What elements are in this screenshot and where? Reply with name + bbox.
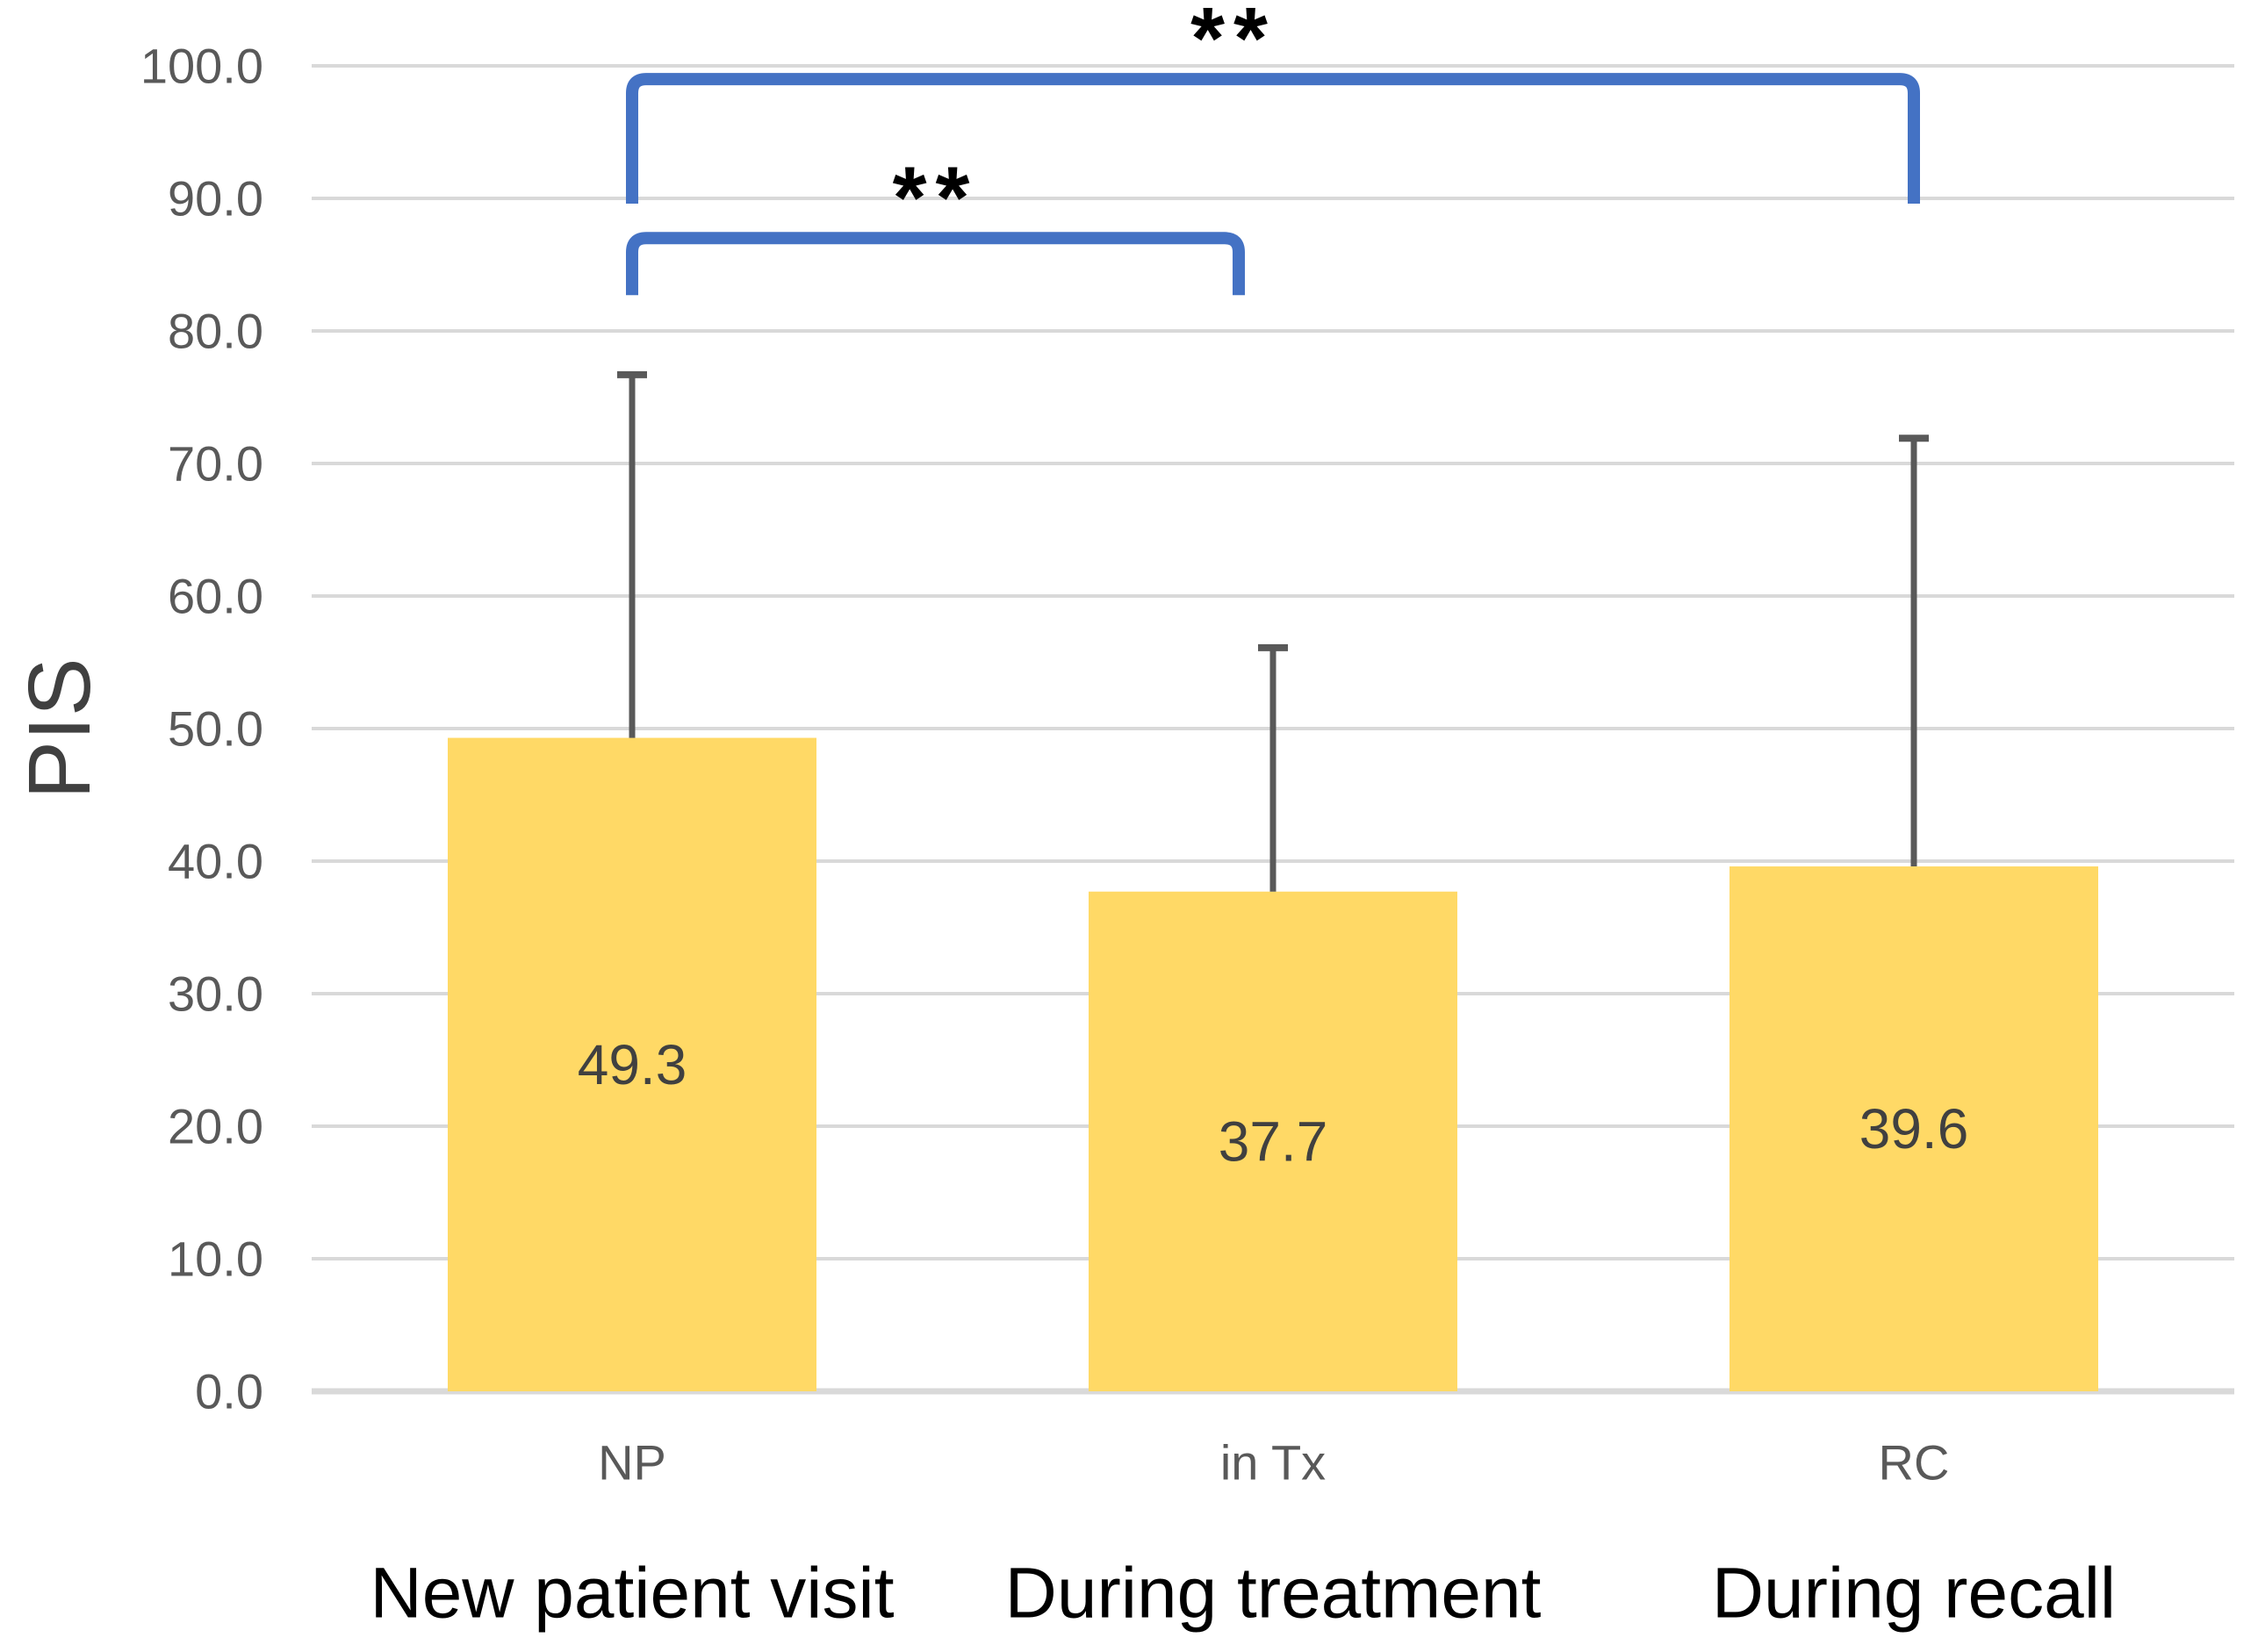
significance-bracket-np-in-tx	[626, 232, 1245, 296]
value-label-in-tx: 37.7	[1219, 1110, 1328, 1173]
significance-stars-np-in-tx: **	[893, 148, 979, 247]
category-tick-label-in-tx: in Tx	[1220, 1435, 1326, 1490]
bar-in-tx	[1089, 891, 1457, 1391]
bar-np	[448, 737, 816, 1391]
group-label-during-recall: During recall	[1712, 1554, 2116, 1634]
bar-rc	[1729, 866, 2098, 1391]
group-label-new-patient-visit: New patient visit	[370, 1554, 894, 1634]
y-tick-label: 0.0	[195, 1364, 263, 1419]
y-tick-label: 10.0	[168, 1232, 263, 1287]
y-tick-label: 90.0	[168, 171, 263, 226]
y-tick-label: 100.0	[140, 39, 263, 94]
category-tick-label-np: NP	[598, 1435, 666, 1490]
category-tick-label-rc: RC	[1879, 1435, 1950, 1490]
group-label-during-treatment: During treatment	[1005, 1554, 1542, 1634]
value-label-rc: 39.6	[1859, 1097, 1969, 1160]
value-label-np: 49.3	[578, 1033, 687, 1096]
significance-bracket-np-rc	[626, 73, 1920, 205]
y-tick-label: 30.0	[168, 966, 263, 1022]
y-tick-label: 60.0	[168, 569, 263, 624]
significance-stars-np-rc: **	[1190, 0, 1276, 88]
y-tick-label: 70.0	[168, 436, 263, 492]
y-tick-label: 20.0	[168, 1099, 263, 1154]
y-axis-title: PIS	[11, 657, 109, 799]
y-tick-label: 40.0	[168, 834, 263, 889]
y-tick-label: 50.0	[168, 701, 263, 757]
y-tick-label: 80.0	[168, 304, 263, 359]
